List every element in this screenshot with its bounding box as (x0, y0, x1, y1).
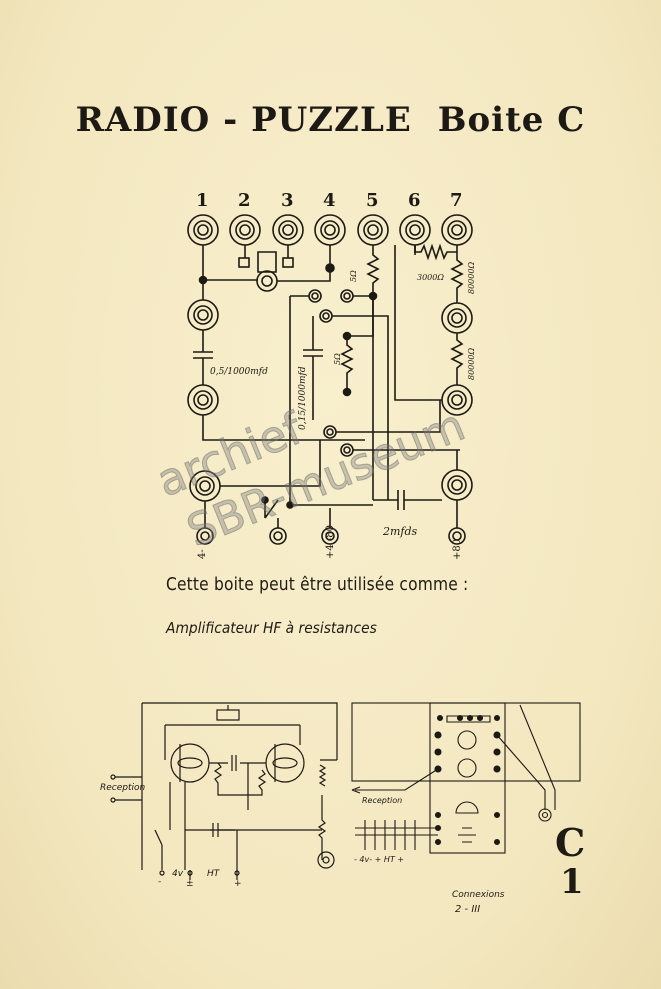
terminal-label-4: 4 (323, 190, 336, 211)
schematic-plusminus: ± (186, 879, 194, 889)
terminal-label-7: 7 (450, 190, 463, 211)
circuit-schematic (110, 702, 338, 880)
cap1-label: 0,5/1000mfd (210, 367, 268, 377)
res3-label: 3000Ω (417, 273, 444, 282)
res4-label: 80000Ω (467, 262, 476, 294)
connexions-caption: Connexions (452, 890, 505, 900)
connexions-ref: 2 - III (455, 904, 481, 915)
schematic-4v: 4v (172, 869, 184, 879)
bottom-terminal-label-2: +4 -80 (325, 525, 336, 559)
schematic-ht: HT (207, 869, 221, 879)
schematic-plus: + (234, 879, 242, 889)
terminal-label-1: 1 (196, 190, 209, 211)
terminal-label-3: 3 (281, 190, 294, 211)
terminal-label-5: 5 (366, 190, 379, 211)
title-box: Boite C (437, 100, 586, 140)
cap3-label: 2mfds (382, 525, 418, 538)
top-socket-row (187, 214, 473, 246)
connexions-reception-label: Reception (362, 796, 402, 805)
res1-label: 5Ω (349, 270, 358, 282)
terminal-label-6: 6 (408, 190, 421, 211)
bottom-terminal-label-1: 4- (197, 549, 208, 559)
usage-item: Amplificateur HF à resistances (166, 619, 377, 637)
plate-letter: C (555, 820, 586, 865)
schematic-reception-label: Reception (100, 783, 146, 793)
plate-number: 1 (560, 862, 584, 902)
schematic-minus: - (158, 877, 161, 887)
res2-label: 5Ω (333, 353, 342, 365)
usage-intro: Cette boite peut être utilisée comme : (166, 574, 469, 595)
connexions-diagram (351, 702, 581, 854)
title-main: RADIO - PUZZLE (75, 100, 412, 140)
page-title: RADIO - PUZZLE Boite C (0, 100, 661, 140)
bottom-terminal-label-3: +80 (452, 539, 463, 560)
res5-label: 80000Ω (467, 348, 476, 380)
connexions-supply-labels: - 4v- + HT + (354, 855, 404, 864)
terminal-label-2: 2 (238, 190, 251, 211)
cap2-label: 0,15/1000mfd (298, 366, 308, 430)
